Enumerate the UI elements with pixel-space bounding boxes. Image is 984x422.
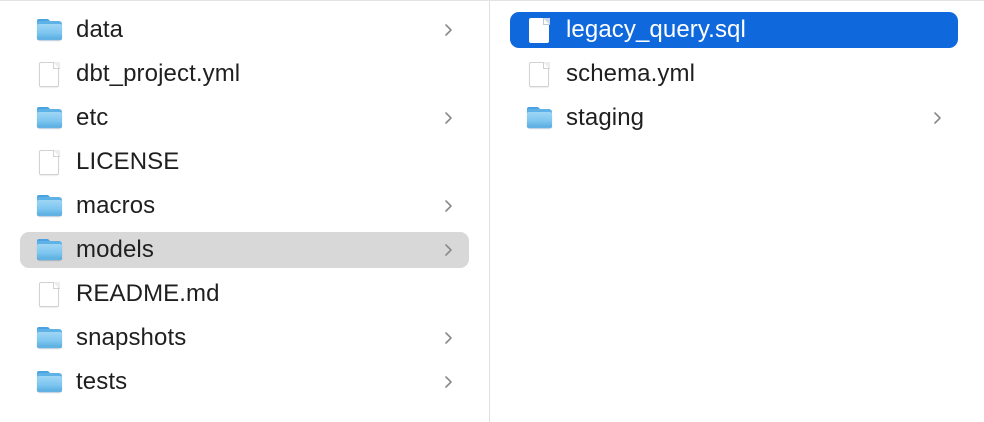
item-label: tests <box>76 368 128 395</box>
chevron-right-icon[interactable] <box>443 109 455 127</box>
chevron-right-icon[interactable] <box>932 109 944 127</box>
item-label: macros <box>76 192 156 219</box>
file-row[interactable]: LICENSE <box>20 144 469 180</box>
item-label: LICENSE <box>76 148 180 175</box>
file-row[interactable]: legacy_query.sql <box>510 12 958 48</box>
item-label: data <box>76 16 124 43</box>
folder-row[interactable]: staging <box>510 100 958 136</box>
folder-icon <box>526 106 553 130</box>
file-row[interactable]: README.md <box>20 276 469 312</box>
document-icon <box>36 150 63 175</box>
document-icon <box>526 18 553 43</box>
chevron-right-icon[interactable] <box>443 21 455 39</box>
document-icon <box>526 62 553 87</box>
chevron-right-icon[interactable] <box>443 241 455 259</box>
folder-icon <box>36 370 63 394</box>
folder-row[interactable]: data <box>20 12 469 48</box>
item-label: dbt_project.yml <box>76 60 241 87</box>
document-icon <box>36 282 63 307</box>
folder-icon <box>36 326 63 350</box>
item-label: legacy_query.sql <box>566 16 746 43</box>
folder-row[interactable]: macros <box>20 188 469 224</box>
folder-row[interactable]: snapshots <box>20 320 469 356</box>
file-row[interactable]: dbt_project.yml <box>20 56 469 92</box>
item-label: models <box>76 236 154 263</box>
chevron-right-icon[interactable] <box>443 197 455 215</box>
document-icon <box>36 62 63 87</box>
chevron-right-icon[interactable] <box>443 329 455 347</box>
item-label: staging <box>566 104 645 131</box>
folder-icon <box>36 238 63 262</box>
folder-icon <box>36 18 63 42</box>
file-row[interactable]: schema.yml <box>510 56 958 92</box>
chevron-right-icon[interactable] <box>443 373 455 391</box>
column-child[interactable]: legacy_query.sql schema.yml staging <box>490 1 984 422</box>
folder-row[interactable]: tests <box>20 364 469 400</box>
folder-row[interactable]: models <box>20 232 469 268</box>
folder-icon <box>36 194 63 218</box>
item-label: etc <box>76 104 109 131</box>
folder-row[interactable]: etc <box>20 100 469 136</box>
item-label: README.md <box>76 280 220 307</box>
item-label: snapshots <box>76 324 187 351</box>
item-label: schema.yml <box>566 60 696 87</box>
folder-icon <box>36 106 63 130</box>
